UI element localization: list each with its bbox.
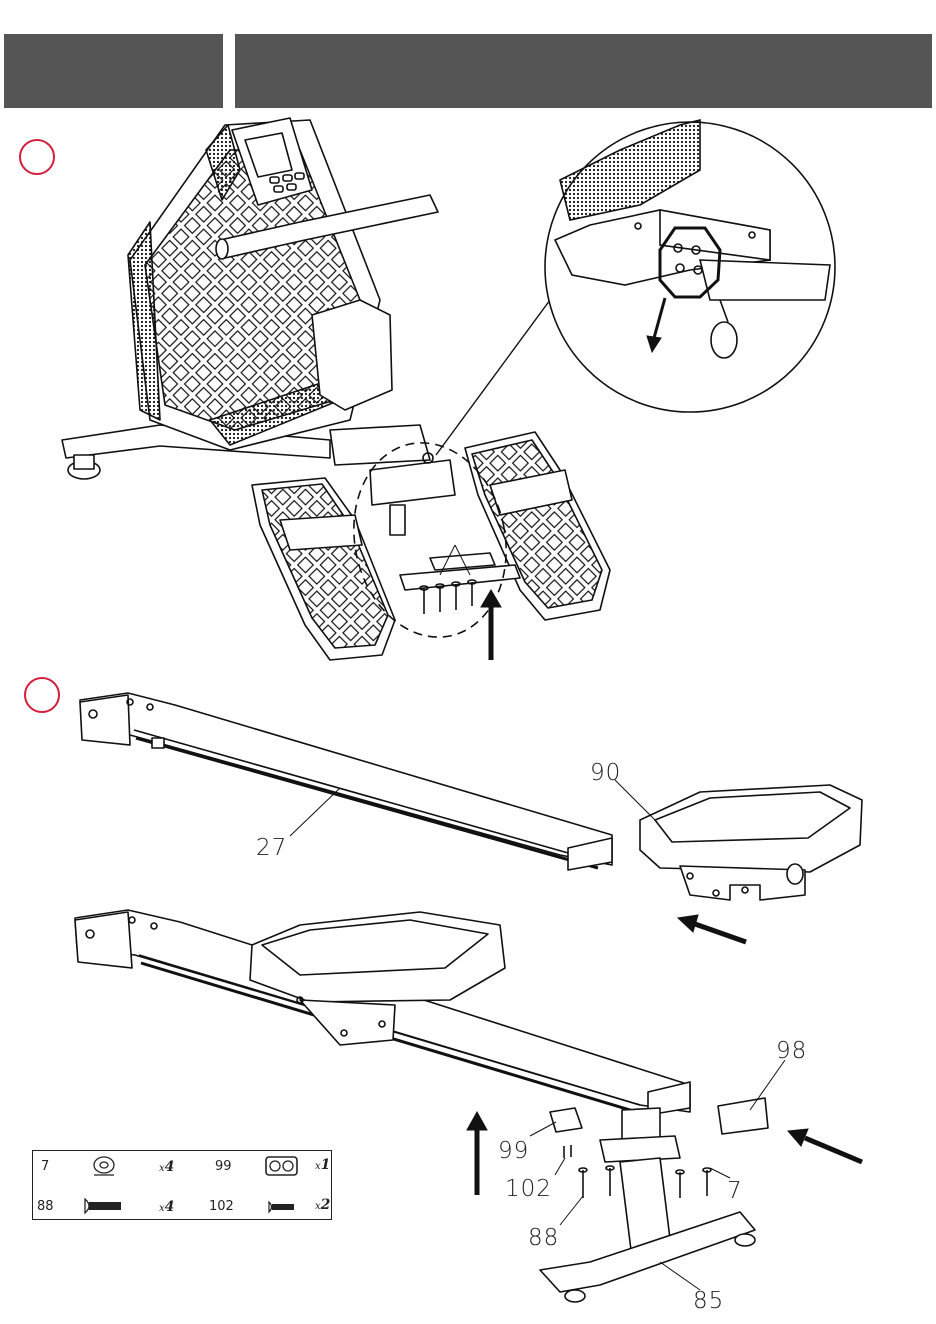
up-arrow-step-1: [481, 590, 501, 660]
arrow-slide-seat: [678, 915, 746, 942]
rower-front-assembly: [62, 118, 610, 660]
callout-pad: 99: [498, 1138, 529, 1164]
callout-bolt: 88: [528, 1225, 559, 1251]
part-qty-washer: x4: [159, 1159, 174, 1175]
part-id-washer: 7: [41, 1159, 49, 1174]
callout-end-cap: 98: [776, 1038, 807, 1064]
screw-icon: [267, 1199, 297, 1218]
part-id-bolt: 88: [37, 1199, 54, 1214]
callout-washer: 7: [727, 1178, 743, 1204]
part-qty-screw: x2: [315, 1197, 330, 1213]
parts-list: 7 x4 99 x1 88 x4 102 x2: [32, 1150, 332, 1220]
arrow-insert-end-cap: [788, 1129, 862, 1162]
callout-rail: 27: [256, 835, 287, 861]
washer-icon: [91, 1155, 117, 1181]
detail-zoom-circle: [545, 120, 835, 412]
rubber-pad-icon: [265, 1155, 299, 1181]
up-arrow-step-2: [467, 1112, 487, 1195]
part-id-pad: 99: [215, 1159, 232, 1174]
callout-rear-stabilizer: 85: [693, 1288, 724, 1314]
callout-screw: 102: [505, 1176, 552, 1202]
part-qty-bolt: x4: [159, 1199, 174, 1215]
bolt-icon: [83, 1197, 125, 1219]
part-qty-pad: x1: [315, 1157, 330, 1173]
seat-90: [640, 785, 862, 900]
rail-assembled: [75, 910, 768, 1302]
part-id-screw: 102: [209, 1199, 234, 1214]
callout-seat: 90: [590, 760, 621, 786]
rail-top: [80, 693, 612, 870]
